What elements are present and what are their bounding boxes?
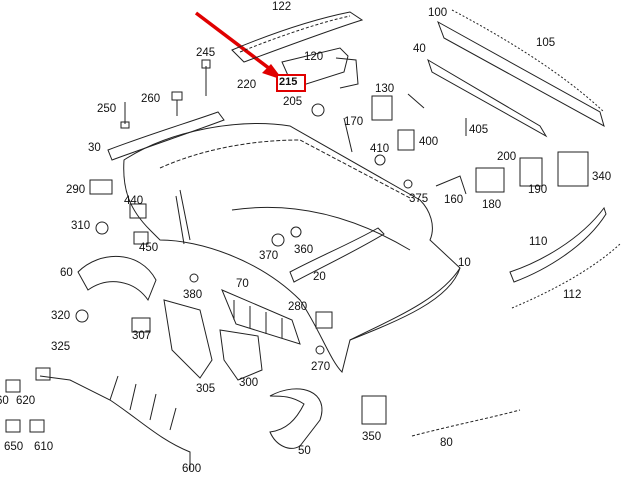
part-label: 120	[304, 51, 324, 63]
part-label: 105	[536, 37, 556, 49]
part-label: 110	[529, 236, 548, 248]
part-20-strip	[289, 227, 385, 283]
part-label: 220	[237, 79, 257, 91]
part-50-arch	[269, 388, 323, 449]
part-112-strip	[511, 243, 621, 309]
part-label: 245	[196, 47, 216, 59]
part-label: 60	[0, 395, 9, 407]
part-label: 170	[344, 116, 364, 128]
part-label: 410	[370, 143, 390, 155]
part-label: 620	[16, 395, 36, 407]
part-label: 610	[34, 441, 54, 453]
part-40-strip	[427, 58, 548, 138]
part-label: 270	[311, 361, 331, 373]
part-label: 405	[469, 124, 489, 136]
part-label: 650	[4, 441, 24, 453]
part-110-trim	[509, 206, 607, 283]
part-label: 250	[97, 103, 117, 115]
part-60-liner	[77, 255, 157, 302]
part-label: 360	[294, 244, 314, 256]
part-label: 130	[375, 83, 395, 95]
part-600-harness	[39, 375, 191, 470]
part-label: 30	[88, 142, 101, 154]
part-label: 305	[196, 383, 216, 395]
part-label: 600	[182, 463, 202, 475]
part-label: 320	[51, 310, 71, 322]
part-label: 60	[60, 267, 73, 279]
part-label: 112	[563, 289, 582, 301]
part-label: 205	[283, 96, 303, 108]
part-label: 50	[298, 445, 311, 457]
part-80-strip	[411, 409, 521, 437]
part-label: 260	[141, 93, 161, 105]
part-label: 450	[139, 242, 159, 254]
part-label: 350	[362, 431, 382, 443]
part-70-absorber	[221, 289, 301, 345]
part-label: 190	[528, 184, 548, 196]
part-label: 380	[183, 289, 203, 301]
part-label: 122	[272, 1, 292, 13]
part-label: 80	[440, 437, 453, 449]
part-label: 340	[592, 171, 612, 183]
part-300-bracket	[219, 329, 263, 381]
part-label: 200	[497, 151, 517, 163]
part-label: 370	[259, 250, 279, 262]
part-100-trim	[437, 20, 605, 128]
part-label: 70	[236, 278, 249, 290]
part-label: 375	[409, 193, 429, 205]
part-label: 440	[124, 195, 144, 207]
part-label: 10	[458, 257, 471, 269]
part-label: 325	[51, 341, 71, 353]
part-label: 307	[132, 330, 152, 342]
part-label: 20	[313, 271, 326, 283]
part-label: 400	[419, 136, 439, 148]
part-122-trim	[231, 11, 364, 63]
part-305-bracket	[163, 299, 213, 379]
part-label: 180	[482, 199, 502, 211]
highlighted-part-box	[276, 74, 306, 92]
part-label: 40	[413, 43, 426, 55]
part-label: 280	[288, 301, 308, 313]
part-label: 300	[239, 377, 259, 389]
part-label: 160	[444, 194, 464, 206]
part-30-strip	[107, 111, 225, 161]
part-10-bumper-cover	[123, 123, 461, 373]
part-label: 100	[428, 7, 448, 19]
part-label: 290	[66, 184, 86, 196]
highlighted-part-label: 215	[279, 76, 298, 88]
part-label: 310	[71, 220, 91, 232]
